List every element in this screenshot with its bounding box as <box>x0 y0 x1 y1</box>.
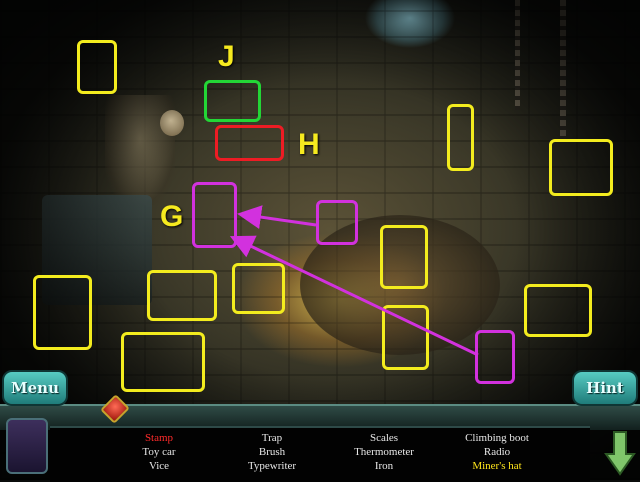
hidden-object-highlight[interactable] <box>77 40 117 94</box>
hint-button[interactable]: Hint <box>572 370 638 406</box>
menu-button[interactable]: Menu <box>2 370 68 406</box>
combine-object-highlight[interactable] <box>475 330 515 384</box>
item-list-panel <box>50 426 590 482</box>
item-list: Stamp Trap Scales Climbing boot Toy car … <box>120 432 550 478</box>
combine-object-highlight[interactable] <box>192 182 237 248</box>
hidden-object-highlight[interactable] <box>549 139 613 196</box>
item-trap: Trap <box>261 432 283 444</box>
down-arrow-icon[interactable] <box>604 430 636 476</box>
item-climbing-boot: Climbing boot <box>465 432 529 444</box>
item-typewriter: Typewriter <box>247 460 297 472</box>
item-miners-hat: Miner's hat <box>472 460 522 472</box>
wrong-object-highlight[interactable] <box>215 125 284 161</box>
item-stamp: Stamp <box>144 432 174 444</box>
item-toy-car: Toy car <box>142 446 176 458</box>
hidden-object-highlight[interactable] <box>524 284 592 337</box>
arrow-line <box>237 205 317 230</box>
item-radio: Radio <box>483 446 511 458</box>
journal-icon[interactable] <box>6 418 48 474</box>
label-letter-h: H <box>298 128 320 161</box>
item-iron: Iron <box>374 460 394 472</box>
found-object-highlight[interactable] <box>204 80 261 122</box>
item-thermometer: Thermometer <box>354 446 414 458</box>
item-scales: Scales <box>369 432 399 444</box>
hidden-object-highlight[interactable] <box>447 104 474 171</box>
hidden-object-highlight[interactable] <box>147 270 217 321</box>
arrow-line <box>229 235 479 357</box>
item-vice: Vice <box>148 460 170 472</box>
label-letter-g: G <box>160 200 184 233</box>
item-brush: Brush <box>258 446 286 458</box>
hidden-object-highlight[interactable] <box>121 332 205 392</box>
hidden-object-highlight[interactable] <box>232 263 285 314</box>
hidden-object-highlight[interactable] <box>382 305 429 370</box>
combine-object-highlight[interactable] <box>316 200 358 245</box>
hidden-object-highlight[interactable] <box>380 225 428 289</box>
label-letter-j: J <box>218 40 235 73</box>
hidden-object-highlight[interactable] <box>33 275 92 350</box>
